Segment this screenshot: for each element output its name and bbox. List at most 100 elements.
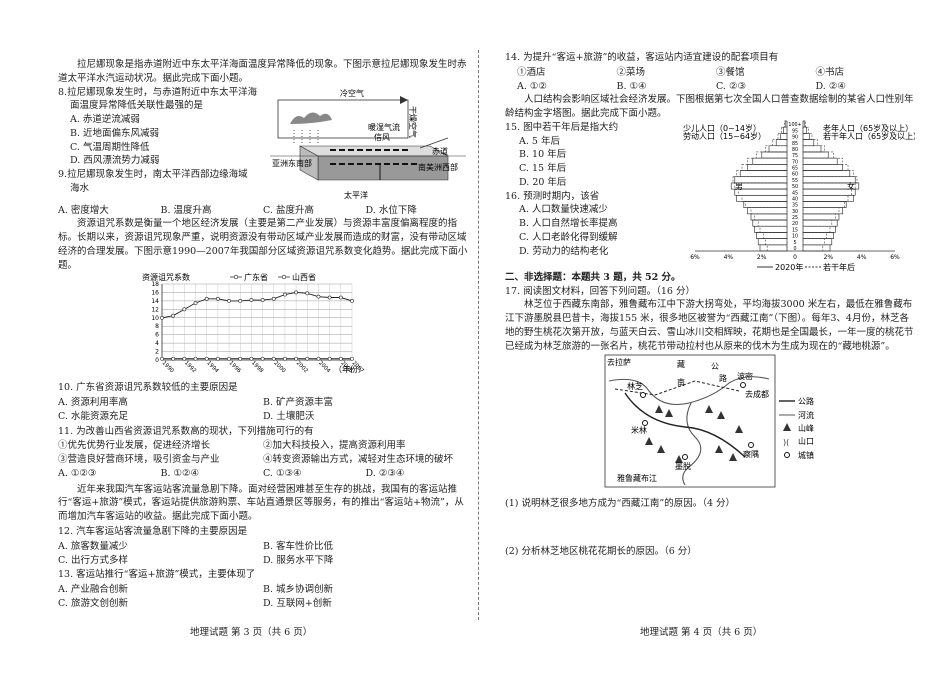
female-bar-future [802,132,813,140]
series-line-shanxi [161,292,353,319]
legend-2020: 2020年 [775,262,803,272]
female-bar [802,145,822,153]
map-lhasa: 去拉萨 [607,357,631,367]
left-column: 拉尼娜现象是指赤道附近中东太平洋海面温度异常降低的现象。下图示意拉尼娜现象发生时… [58,58,468,611]
x-tick-label: 2002 [295,361,309,375]
column-divider [478,50,479,620]
q11-option-d[interactable]: D. ②③④ [365,467,405,479]
q11-stem: 11. 为改善山西省资源诅咒系数高的现状，下列措施可行的有 [58,425,314,437]
q8-stem-a: 8.拉尼娜现象发生时，与赤道附近中东太平洋海 [58,86,258,98]
male-bar-future [777,132,788,140]
q8: 8.拉尼娜现象发生时，与赤道附近中东太平洋海 面温度异常降低关联性最强的是 A.… [58,86,288,169]
data-point-guangdong [215,357,220,361]
male-bar-future [745,201,788,208]
q10-option-c[interactable]: C. 水能资源充足 [58,410,128,422]
x-tick-label: 1998 [250,361,264,375]
legend-river: 河流 [798,410,814,420]
pacific-label: 太平洋 [344,190,368,200]
q13-option-b[interactable]: B. 城乡协调创新 [263,584,334,596]
q8-option-a[interactable]: A. 赤道逆流减弱 [70,114,140,126]
dry-air-label: 干燥空气 [408,106,418,138]
male-bar [747,207,788,214]
q16-option-a[interactable]: A. 人口数量快速减少 [519,204,608,216]
q8-option-c[interactable]: C. 气温周期性降低 [70,141,150,153]
q14-option-a[interactable]: A. ①② [517,80,547,92]
q14-option-b[interactable]: B. ①④ [616,80,647,92]
q8-option-b[interactable]: B. 近地面偏东风减弱 [70,127,160,139]
q10-option-b[interactable]: B. 矿产资源丰富 [263,397,334,409]
map-lu: 路 [719,373,727,383]
q13-option-d[interactable]: D. 互联网+创新 [263,597,332,609]
pyramid-x-tick: 6% [890,254,900,261]
male-bar-future [784,120,788,128]
male-bar [736,194,788,202]
q11-option-c[interactable]: C. ①③④ [263,467,302,479]
q8-option-d[interactable]: D. 西风漂流势力减弱 [70,155,160,167]
x-tick-label: 1996 [228,361,242,375]
q13-option-c[interactable]: C. 旅游文创创新 [58,597,128,609]
q9-option-b[interactable]: B. 温度升高 [160,204,212,216]
q15-option-d[interactable]: D. 20 年后 [519,176,567,188]
legend-road: 公路 [798,396,814,406]
q12-option-a[interactable]: A. 旅客数量减少 [58,540,128,552]
q11-option-a[interactable]: A. ①②③ [58,467,97,479]
right-column: 14. 为提升“客运+旅游”的收益，客运站内适宜建设的配套项目有 ①酒店 ②菜场… [505,50,915,559]
data-point-shanxi [193,301,198,306]
data-point-guangdong [227,357,231,361]
female-bar [802,231,834,239]
male-bar [761,151,788,159]
age-label: 65 [792,165,798,171]
data-point-guangdong [193,357,198,361]
q15-option-a[interactable]: A. 5 年后 [519,135,560,147]
q10-option-d[interactable]: D. 土壤肥沃 [263,410,315,422]
female-bar-future [802,207,840,214]
male-bar-future [732,176,788,184]
q14-item-1: ①酒店 [517,66,546,78]
female-bar [802,225,836,233]
q15-option-b[interactable]: B. 10 年后 [519,149,567,161]
q11-items: ①优先优势行业发展，促进经济增长 ②加大科技投入，提高资源利用率 ③营造良好营商… [58,439,468,467]
q9-option-c[interactable]: C. 盐度升高 [263,204,314,216]
x-tick-label: 2000 [272,361,286,375]
data-point-shanxi [350,299,354,304]
female-bar-future [802,238,825,245]
q11-item-4: ④转变资源输出方式，减轻对生态环境的破坏 [263,454,454,466]
q16-option-c[interactable]: C. 人口老龄化得到缓解 [519,231,618,243]
data-point-guangdong [316,357,321,361]
q8-q9-block: 8.拉尼娜现象发生时，与赤道附近中东太平洋海 面温度异常降低关联性最强的是 A.… [58,86,468,204]
pop-intro: 人口结构会影响区域社会经济发展。下图根据第七次全国人口普查数据绘制的某省人口性别… [505,94,914,120]
q15-option-c[interactable]: C. 15 年后 [519,163,567,175]
female-bar [802,170,851,177]
q13-option-a[interactable]: A. 产业融合创新 [58,584,128,596]
map-medog: 墨脱 [675,461,691,471]
male-bar-future [750,207,788,214]
male-bar-future [759,225,788,233]
data-point-shanxi [327,295,332,300]
female-bar-future [802,225,831,233]
q11-option-b[interactable]: B. ①②④ [160,467,200,479]
q12-option-c[interactable]: C. 出行方式多样 [58,554,128,566]
map-zayu: 察隅 [743,449,759,459]
x-tick-label: 1994 [205,361,219,375]
q9-option-a[interactable]: A. 密度增大 [58,204,109,216]
y-tick-label: 14 [151,298,159,305]
map-nyingchi: 林芝 [627,381,643,391]
age-label: 80 [792,147,798,153]
q10-option-a[interactable]: A. 资源利用率高 [58,397,128,409]
female-bar [802,157,838,165]
male-bar [739,170,788,177]
q12-option-d[interactable]: D. 服务水平下降 [263,554,334,566]
q16-option-d[interactable]: D. 劳动力的结构老化 [519,245,609,257]
female-bar-future [802,176,858,184]
q14-option-c[interactable]: C. ②③ [716,80,747,92]
q9-option-d[interactable]: D. 水位下降 [365,204,417,216]
male-bar [747,163,788,171]
legend-pass: 山口 [798,436,814,446]
resource-intro: 资源诅咒系数是衡量一个地区经济发展（主要是第二产业发展）与资源丰富度偏离程度的指… [58,218,468,271]
pyramid-labor-label: 劳动人口（15~64岁） [683,131,766,141]
q14-option-d[interactable]: D. ②④ [815,80,846,92]
q16-option-b[interactable]: B. 人口自然增长率提高 [519,218,618,230]
x-tick-label: 2004 [317,361,331,375]
q12-option-b[interactable]: B. 客车性价比低 [263,540,334,552]
data-point-guangdong [294,357,299,361]
